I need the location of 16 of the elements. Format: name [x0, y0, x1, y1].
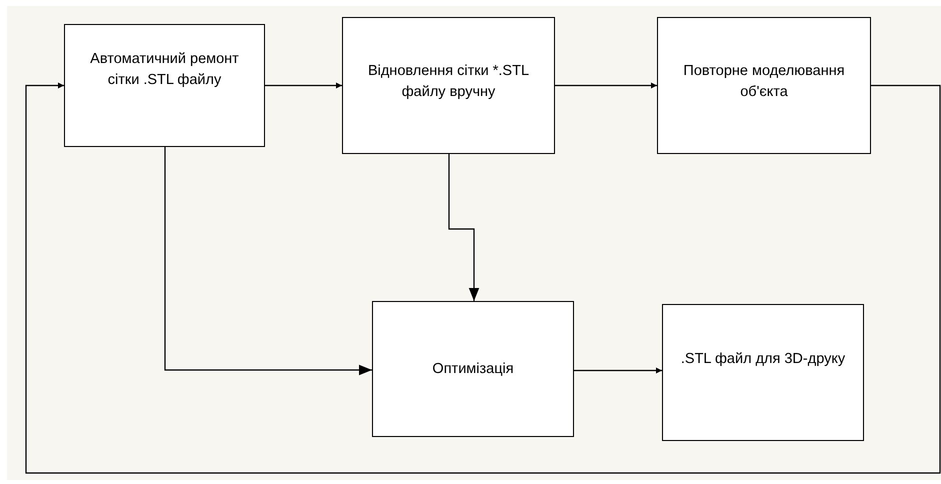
box-label: Відновлення сітки *.STL файлу вручну — [367, 62, 530, 102]
process-box — [662, 304, 864, 441]
arrow — [265, 82, 342, 88]
arrow — [448, 154, 480, 301]
arrow — [555, 82, 657, 88]
process-box — [372, 301, 574, 437]
box-label: .STL файл для 3D-друку — [680, 350, 846, 369]
box-label: Повторне моделювання об'єкта — [682, 62, 846, 102]
process-box — [64, 24, 265, 147]
box-label: Оптимізація — [432, 360, 514, 378]
arrow — [574, 368, 662, 374]
arrow — [164, 147, 372, 376]
process-box — [342, 17, 555, 154]
process-box — [657, 17, 871, 154]
box-label: Автоматичний ремонт сітки .STL файлу — [89, 50, 240, 90]
arrow — [25, 82, 941, 474]
